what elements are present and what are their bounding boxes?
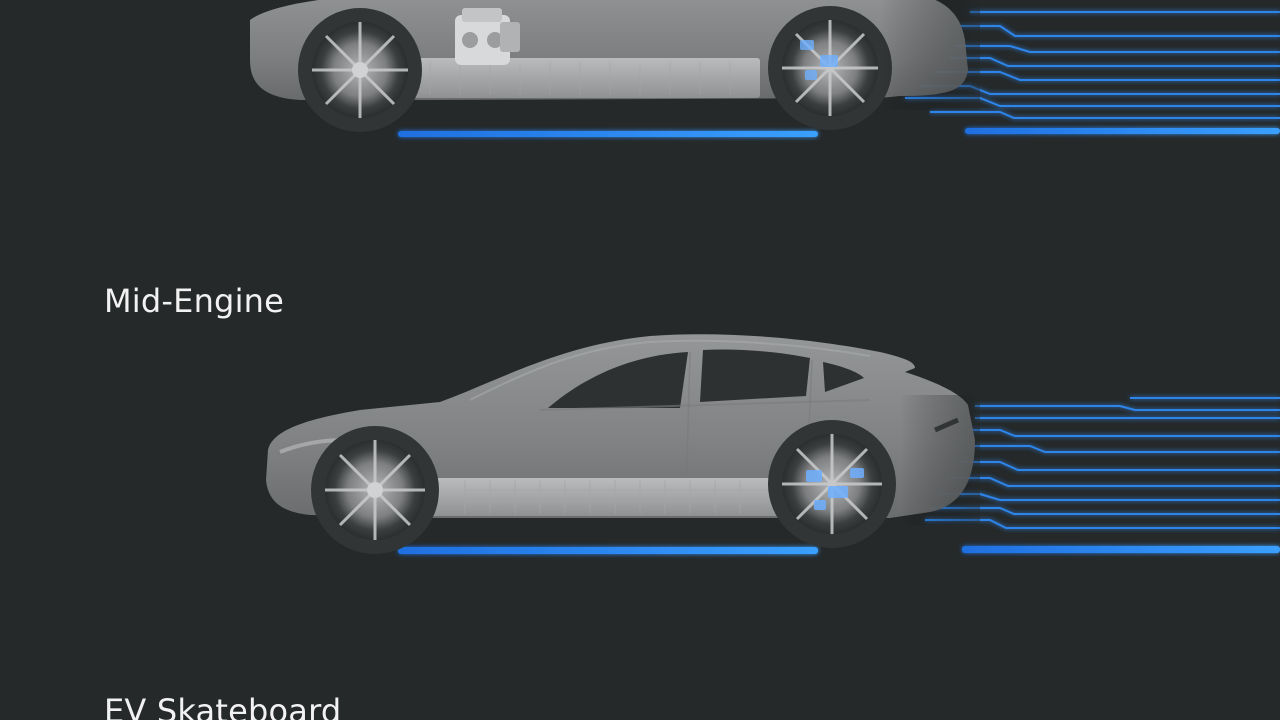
- engine-icon: [455, 8, 520, 65]
- battery-floor-top: [410, 58, 760, 98]
- window-glass: [548, 349, 864, 408]
- motor-icon-bottom: [806, 468, 864, 510]
- rear-wheel-bottom: [768, 420, 896, 548]
- glow-line-left-top: [398, 131, 818, 137]
- motor-icon-top: [800, 40, 838, 80]
- front-wheel-top: [298, 8, 422, 132]
- ev-skateboard-label: EV Skateboard: [104, 692, 342, 720]
- battery-pack-icon: [430, 478, 780, 516]
- rear-wheel-top: [768, 6, 892, 130]
- glow-line-right-top: [965, 128, 1280, 134]
- car-ev-skateboard: [266, 334, 1280, 554]
- glow-line-right-bottom: [962, 546, 1280, 553]
- mid-engine-label: Mid-Engine: [104, 282, 285, 320]
- front-wheel-bottom: [311, 426, 439, 554]
- car-mid-engine: [250, 0, 1280, 137]
- glow-line-left-bottom: [398, 547, 818, 554]
